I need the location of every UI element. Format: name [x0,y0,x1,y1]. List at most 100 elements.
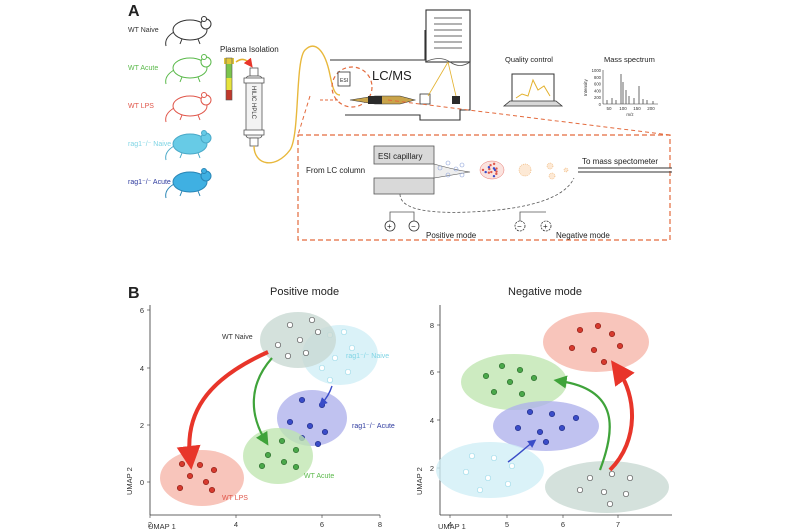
sample-point [490,388,498,396]
sample-point [196,461,204,469]
sample-point [302,349,310,357]
y-tick-label: 2 [430,464,434,473]
ion-mark [437,165,443,171]
plasma-isolation-label: Plasma Isolation [220,45,279,54]
cluster-ellipse [545,461,669,513]
negative-plot-title: Negative mode [508,286,582,298]
sample-point [608,470,616,478]
ms-y-tick: 200 [594,95,602,100]
green-transition-arrow [252,357,273,446]
sample-point [284,352,292,360]
mouse-icon [165,130,212,161]
sample-point [484,474,492,482]
ion-mark [459,162,465,168]
sample-point [516,366,524,374]
sample-point [280,458,288,466]
y-tick-label: 8 [430,321,434,330]
inset-negative-label: Negative mode [556,231,610,240]
sample-point [518,390,526,398]
sample-point [558,424,566,432]
sample-point [306,422,314,430]
panel-a-letter: A [128,3,140,20]
sample-point [321,428,329,436]
pipette-arrow-icon [235,57,253,68]
blood-tube-icon [224,57,234,101]
sample-point [344,368,352,376]
red-transition-arrow [176,350,269,470]
sample-point [348,344,356,352]
sample-point [326,376,334,384]
mass-spectrum-title: Mass spectrum [604,55,655,64]
positive-plot-title: Positive mode [270,286,339,298]
ms-y-tick: 400 [594,88,602,93]
positive-minus-sign: − [411,222,416,231]
group-label: WT Acute [128,65,158,72]
rag-acute-label: rag1⁻/⁻ Acute [352,423,395,430]
ion-mark [453,166,459,172]
ms-x-tick: 50 [606,106,612,111]
sample-point [590,346,598,354]
inset-to-ms-label: To mass spectometer [582,157,658,166]
sample-point [600,358,608,366]
wt-acute-cluster [461,354,567,410]
esi-tag: ESI [340,78,348,84]
lcms-instrument [320,9,471,121]
y-tick-label: 6 [430,368,434,377]
sample-point [264,451,272,459]
wt-lps-cluster [543,312,649,372]
positive-plus-sign: + [387,222,392,231]
quality-control-label: Quality control [505,55,553,64]
group-label: rag1⁻/⁻ Acute [128,179,171,186]
x-axis-label: UMAP 1 [438,522,466,530]
sample-point [498,362,506,370]
sample-point [292,446,300,454]
inset-positive-label: Positive mode [426,231,477,240]
negative-minus-sign: − [517,222,522,231]
wt-acute-label: WT Acute [304,473,334,480]
y-tick-label: 2 [140,421,144,430]
x-tick-label: 6 [561,520,565,529]
sample-point [576,486,584,494]
wt-acute-cluster [243,428,313,484]
x-tick-label: 6 [320,520,324,529]
mouse-icon [165,16,212,47]
sample-point [576,326,584,334]
group-label: WT LPS [128,103,154,110]
sample-point [286,321,294,329]
sample-point [616,342,624,350]
mouse-icon [165,168,212,199]
lc-tubing [253,45,341,164]
ms-y-tick: 800 [594,75,602,80]
sample-point [506,378,514,386]
sample-point [462,468,470,476]
sample-point [186,472,194,480]
x-tick-label: 4 [448,520,452,529]
lcms-label: LC/MS [372,68,412,83]
ms-y-tick: 0 [599,102,602,107]
sample-point [468,452,476,460]
x-tick-label: 8 [378,520,382,529]
y-tick-label: 4 [140,364,144,373]
droplet [518,163,532,177]
inset-capillary-label: ESI capillary [378,152,422,161]
ms-y-tick: 600 [594,82,602,87]
ms-x-tick: 200 [647,106,655,111]
wt-naive-label: WT Naive [222,334,253,341]
sample-point [308,316,316,324]
x-axis-label: UMAP 1 [148,522,176,530]
sample-point [274,341,282,349]
sample-point [514,424,522,432]
sample-point [286,418,294,426]
blue-transition-arrow [507,439,537,463]
sample-point [314,328,322,336]
sample-point [608,330,616,338]
y-tick-label: 6 [140,306,144,315]
sample-point [542,438,550,446]
sample-point [258,462,266,470]
sample-point [482,372,490,380]
y-tick-label: 4 [430,416,434,425]
sample-point [314,440,322,448]
